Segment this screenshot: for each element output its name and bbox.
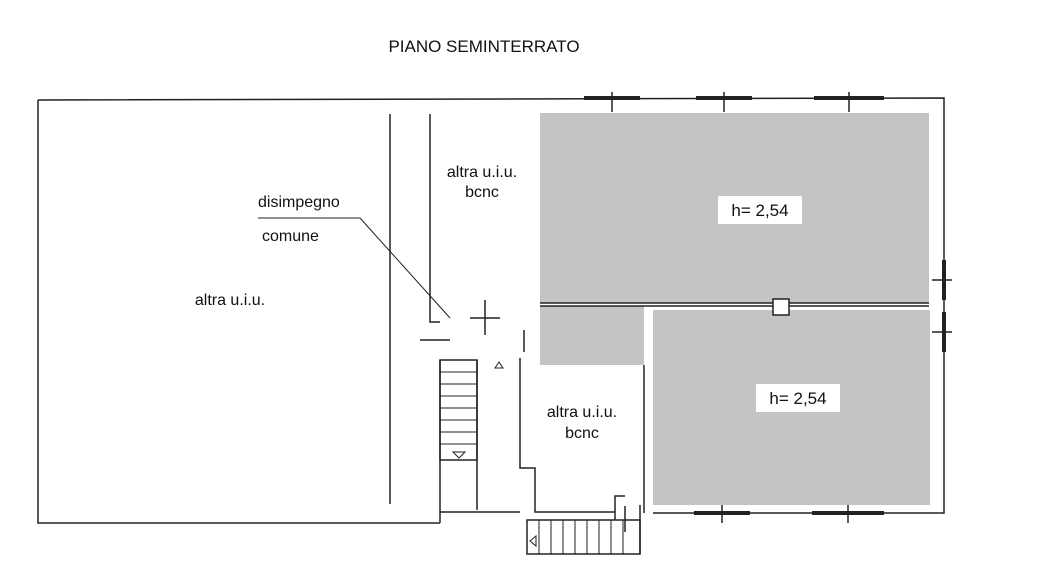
- middle-unit-wall: [519, 358, 615, 513]
- pillar: [772, 298, 790, 316]
- subject-unit-rooms: [540, 113, 930, 505]
- wall-seg: [614, 495, 625, 512]
- outer-wall-right: [37, 97, 945, 514]
- label-disimpegno: disimpegno: [258, 194, 340, 211]
- outer-wall-left: [37, 100, 440, 524]
- height-label-bottom: h= 2,54: [769, 389, 826, 408]
- disimpegno-leader: [359, 217, 451, 319]
- label-altra-uiu-bottom-2: bcnc: [565, 425, 599, 442]
- plan-title: PIANO SEMINTERRATO: [388, 37, 579, 56]
- label-comune: comune: [262, 228, 319, 245]
- corridor-room: [540, 306, 644, 365]
- staircase: [439, 359, 478, 461]
- label-altra-uiu-left: altra u.i.u.: [195, 292, 265, 309]
- label-altra-uiu-top-1: altra u.i.u.: [447, 164, 517, 181]
- stair-treads: [440, 371, 624, 554]
- label-altra-uiu-top-2: bcnc: [465, 184, 499, 201]
- height-label-top: h= 2,54: [731, 201, 788, 220]
- walls: [37, 92, 952, 555]
- height-label-bg-bottom: [756, 384, 840, 412]
- stair-hall-wall: [429, 114, 440, 323]
- label-altra-uiu-bottom-1: altra u.i.u.: [547, 404, 617, 421]
- stair-arrows: [451, 361, 537, 548]
- height-label-bg-top: [718, 196, 802, 224]
